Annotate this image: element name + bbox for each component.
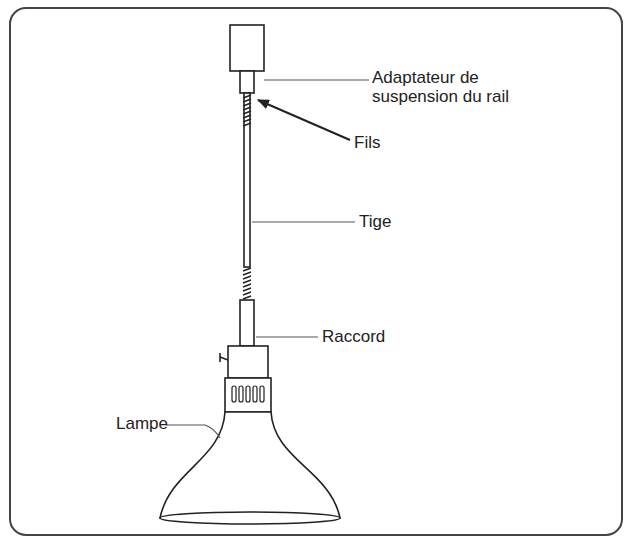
thread-stroke (243, 123, 251, 126)
slot (239, 386, 243, 402)
shade-rim (160, 512, 340, 524)
part-label: Fils (354, 133, 380, 152)
thread-stroke (243, 280, 251, 283)
leader-arrow (258, 100, 350, 140)
thread-stroke (243, 296, 251, 299)
thread-stroke (243, 107, 251, 110)
thread-stroke (243, 115, 251, 118)
thread-stroke (243, 103, 251, 106)
thread-stroke (243, 276, 251, 279)
frame (10, 8, 622, 535)
set-screw (220, 353, 228, 362)
part-label: Tige (359, 212, 391, 231)
wire-threads (243, 95, 251, 299)
thread-stroke (243, 288, 251, 291)
part-label: Lampe (116, 414, 168, 433)
thread-stroke (243, 99, 251, 102)
band-slots (232, 386, 264, 402)
thread-stroke (243, 292, 251, 295)
rod (244, 93, 250, 267)
leader-line (166, 425, 220, 438)
part-label: Adaptateur de suspension du rail (372, 68, 542, 106)
thread-stroke (243, 111, 251, 114)
pendant-parts (160, 25, 340, 524)
thread-stroke (243, 284, 251, 287)
connector (240, 300, 254, 346)
slot (253, 386, 257, 402)
adapter-collar (240, 71, 254, 93)
thread-stroke (243, 268, 251, 271)
lamp-shade (160, 412, 340, 518)
leader-line (264, 79, 369, 80)
thread-stroke (243, 119, 251, 122)
leader-lines (166, 80, 369, 438)
slot (232, 386, 236, 402)
thread-stroke (243, 272, 251, 275)
track-adapter (230, 25, 264, 71)
leader-line (256, 336, 318, 337)
slot (246, 386, 250, 402)
leader-line (252, 221, 355, 222)
lamp-band (225, 378, 271, 412)
slot (260, 386, 264, 402)
thread-stroke (243, 95, 251, 98)
lamp-neck (228, 346, 268, 378)
part-label: Raccord (322, 327, 385, 346)
